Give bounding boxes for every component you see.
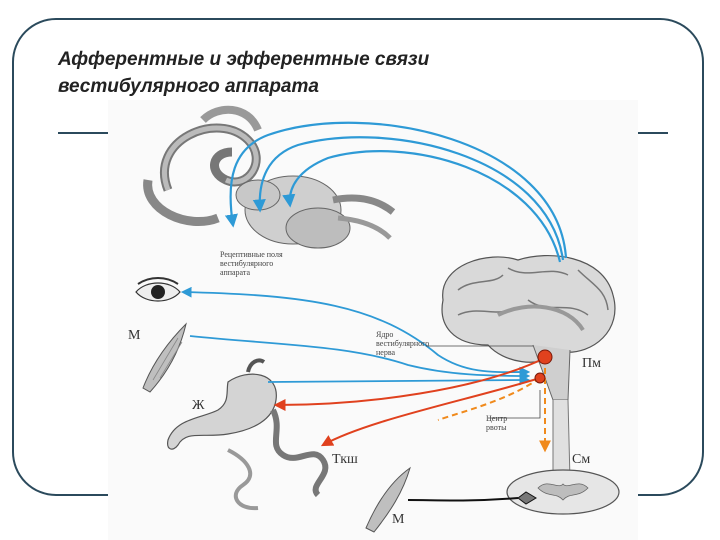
vomit-center-label-line-1: Центр (486, 414, 508, 423)
vestibular-nucleus-label: Ядро вестибулярного нерва (376, 330, 429, 357)
stomach-drawing (167, 358, 277, 450)
slide-title: Афферентные и эфферентные связи вестибул… (58, 46, 618, 100)
spinal-cord-drawing (506, 469, 620, 515)
vestibular-nucleus-label-line-1: Ядро (376, 330, 394, 339)
muscle-lower-label: М (392, 512, 405, 527)
vestibular-connections-diagram: Рецептивные поля вестибулярного аппарата… (108, 100, 638, 540)
vestibular-nucleus-label-line-2: вестибулярного (376, 339, 430, 348)
receptor-fields-label-line-2: вестибулярного (220, 259, 274, 268)
medulla-label: Пм (582, 356, 601, 371)
vomit-center-label: Центр рвоты (486, 414, 507, 432)
muscle-upper-drawing (142, 322, 187, 393)
vomit-center-label-line-2: рвоты (486, 423, 507, 432)
annotation-leader-lines (426, 345, 541, 419)
receptor-fields-label-line-3: аппарата (220, 268, 251, 277)
receptor-fields-label: Рецептивные поля вестибулярного аппарата (220, 250, 283, 277)
title-line-2: вестибулярного аппарата (58, 76, 319, 97)
motor-pathway (407, 491, 537, 505)
title-line-1: Афферентные и эфферентные связи (58, 49, 430, 70)
afferent-pathways-body (180, 286, 531, 386)
efferent-pathways (273, 357, 551, 453)
afferent-pathways-labyrinth (224, 121, 568, 263)
intestine-label: Ткш (332, 452, 358, 467)
intestine-drawing (227, 408, 329, 511)
title-rule-left (58, 132, 112, 134)
receptor-fields-label-line-1: Рецептивные поля (220, 250, 283, 259)
spinal-cord-label: См (572, 452, 591, 467)
stomach-label: Ж (192, 398, 205, 413)
vestibular-nucleus-label-line-3: нерва (376, 348, 396, 357)
diagram-drawing (135, 105, 620, 533)
eye-drawing (135, 277, 181, 302)
title-rule-right (622, 132, 668, 134)
inner-ear-drawing (143, 105, 396, 249)
vestibular-nucleus-dots (534, 349, 553, 384)
muscle-upper-label: М (128, 328, 141, 343)
muscle-lower-drawing (365, 466, 411, 533)
